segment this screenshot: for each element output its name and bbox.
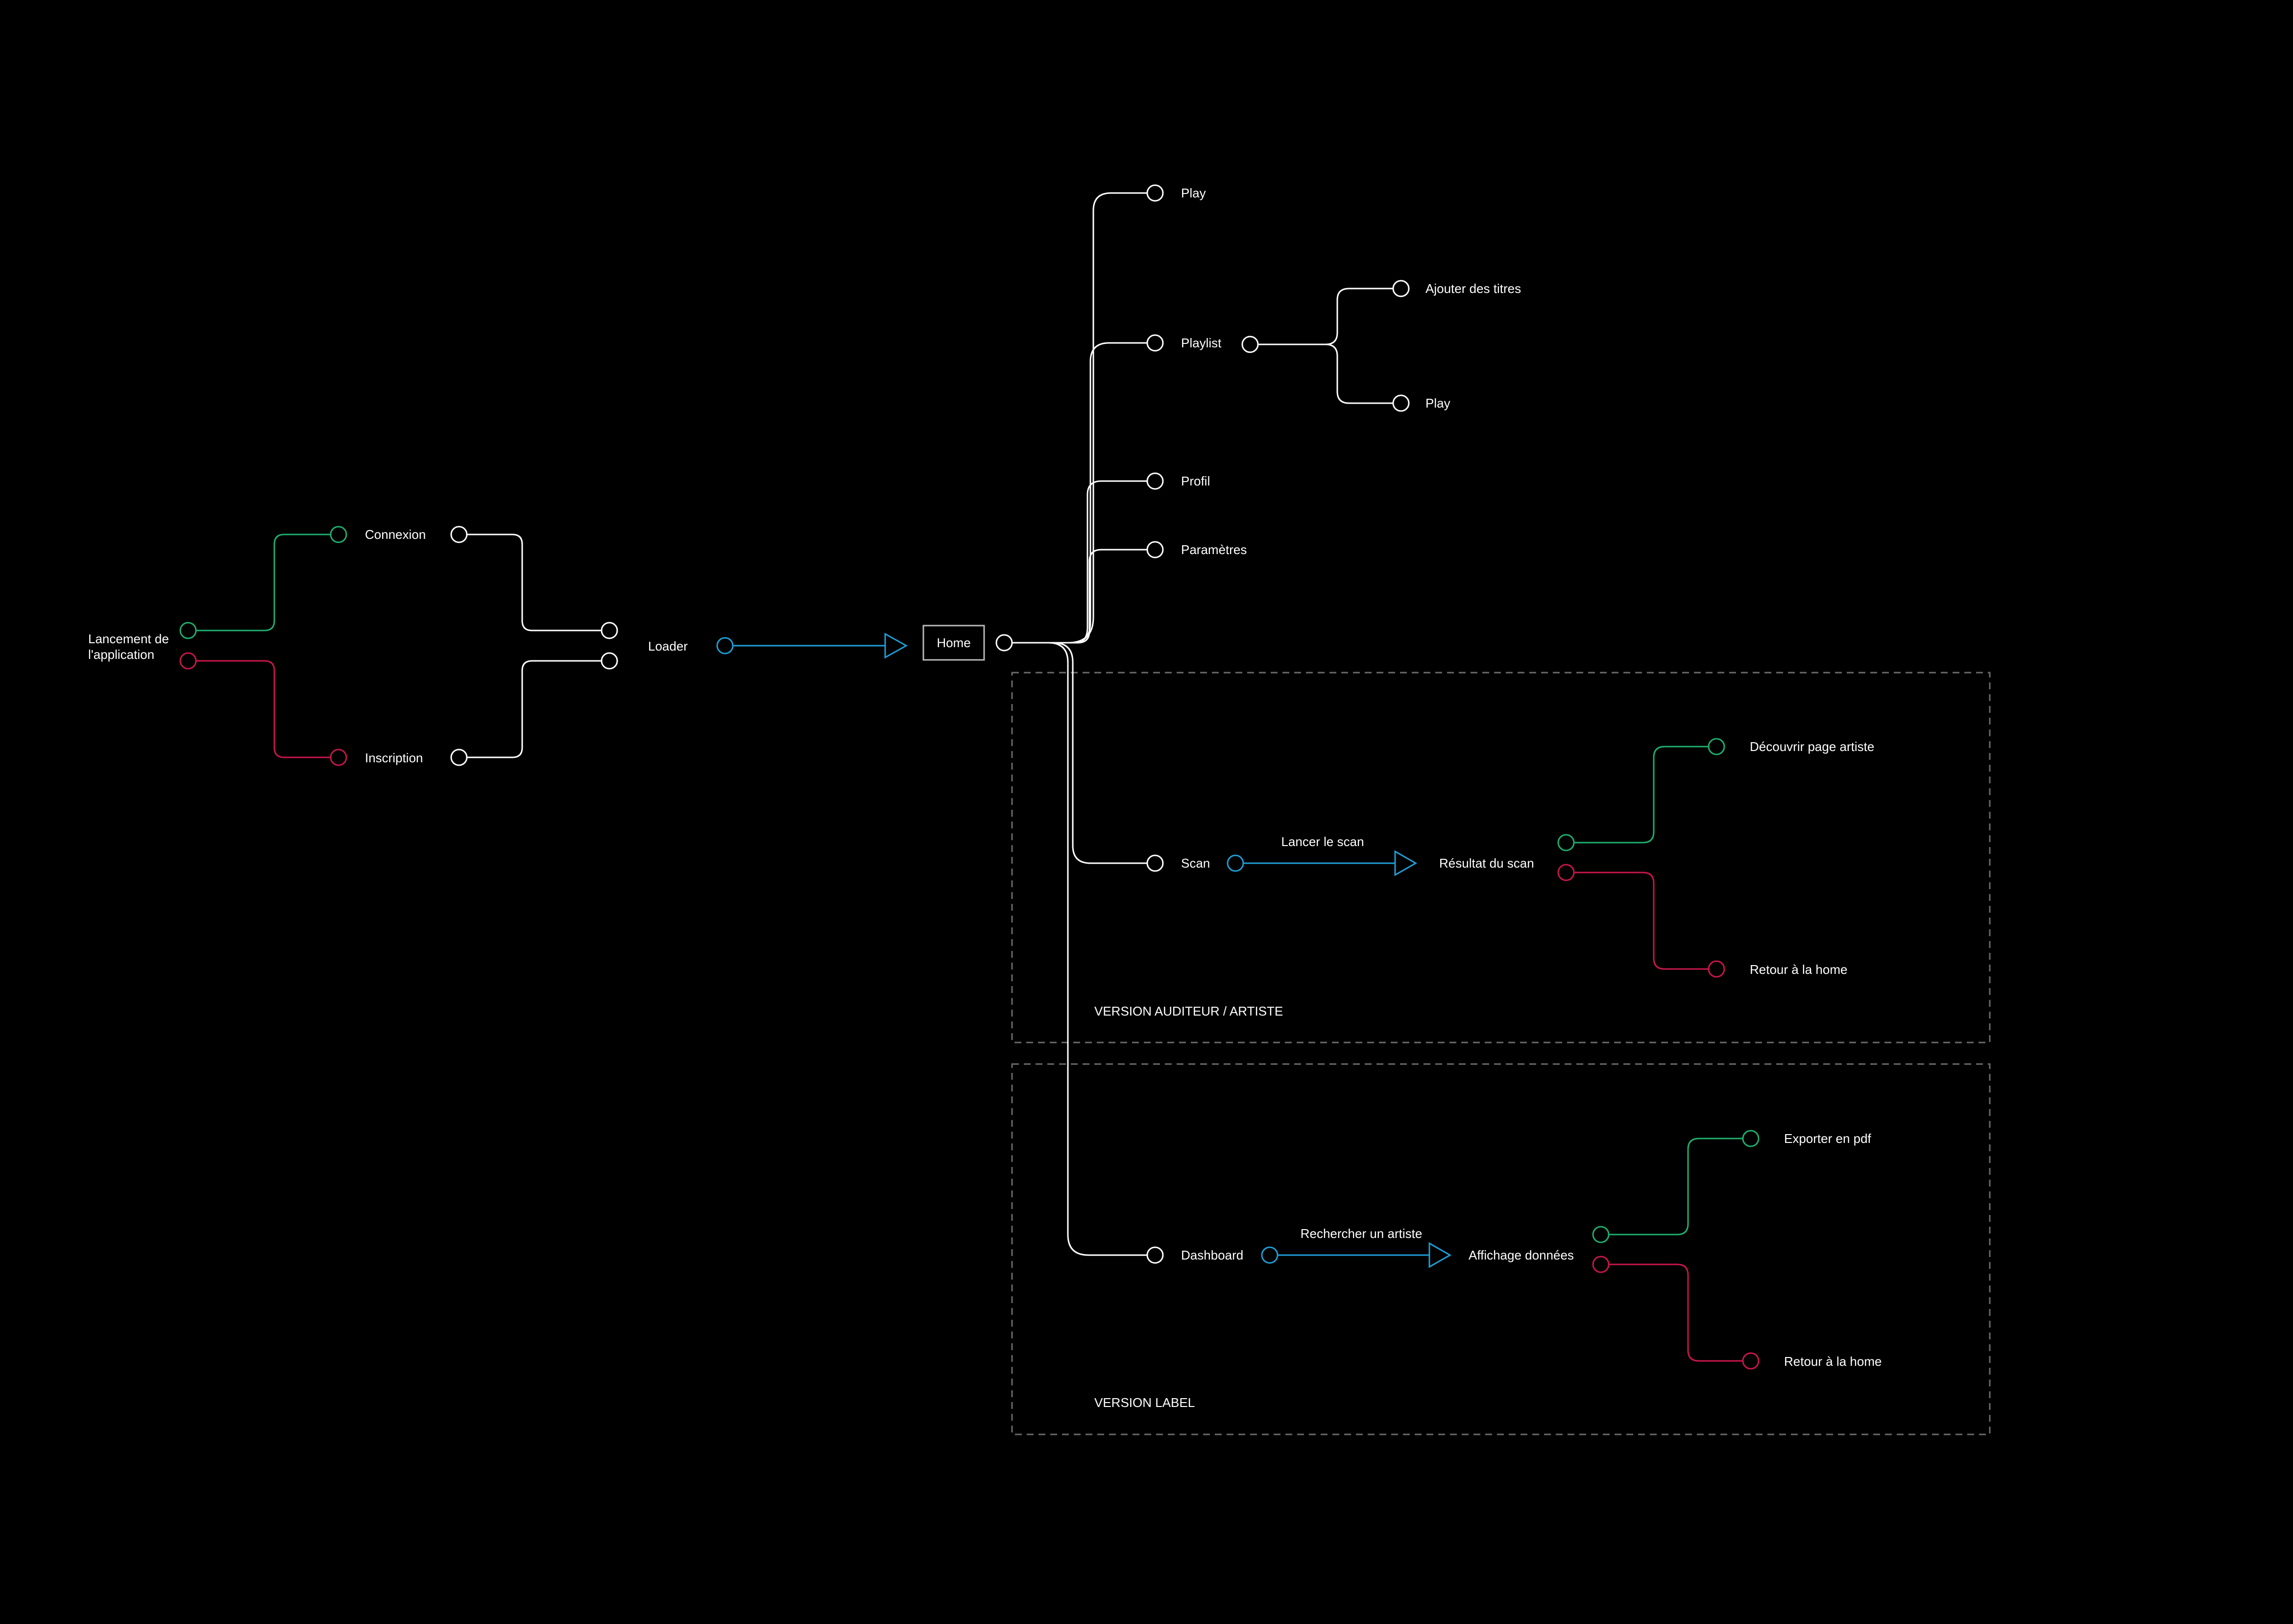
node-scan-result-success[interactable] [1557, 834, 1575, 851]
edge-login-loader [466, 533, 603, 631]
node-scan-out[interactable] [1227, 854, 1244, 872]
node-loader-in-1[interactable] [601, 622, 618, 639]
group-label-version [1011, 1063, 1991, 1435]
scan-result-label: Résultat du scan [1439, 856, 1534, 871]
node-dashboard-out[interactable] [1261, 1246, 1279, 1264]
node-launch-fail[interactable] [179, 652, 197, 670]
edge-home-playlist [1009, 342, 1148, 644]
settings-label: Paramètres [1181, 542, 1247, 557]
home-label: Home [937, 635, 970, 650]
search-artist-label: Rechercher un artiste [1301, 1226, 1423, 1241]
playlist-play-label: Play [1425, 396, 1450, 411]
home-box[interactable] [922, 625, 985, 661]
node-dashboard-in[interactable] [1146, 1246, 1164, 1264]
node-home-out[interactable] [995, 634, 1013, 652]
node-login-in[interactable] [330, 526, 347, 543]
discover-artist-label: Découvrir page artiste [1750, 739, 1874, 754]
data-back-home-label: Retour à la home [1784, 1354, 1882, 1369]
label-version-title: VERSION LABEL [1094, 1395, 1195, 1410]
node-scan-back-home[interactable] [1708, 960, 1725, 978]
launch-label-line1: Lancement de [88, 631, 169, 646]
node-launch-success[interactable] [179, 622, 197, 639]
node-discover-artist[interactable] [1708, 738, 1725, 755]
edge-data-success [1607, 1138, 1744, 1236]
node-export-pdf[interactable] [1742, 1130, 1760, 1147]
launch-scan-label: Lancer le scan [1281, 834, 1364, 849]
data-display-label: Affichage données [1469, 1248, 1574, 1262]
edge-launch-signup [195, 660, 332, 758]
node-playlist-out[interactable] [1241, 336, 1259, 353]
edge-scan-fail [1571, 872, 1710, 970]
edge-home-profile [1009, 480, 1148, 644]
edge-home-scan [1009, 642, 1148, 864]
arrow-to-data-display-icon [1428, 1242, 1452, 1268]
playlist-add-label: Ajouter des titres [1425, 281, 1521, 296]
signup-label: Inscription [365, 751, 423, 765]
edge-launch-login [195, 533, 332, 631]
node-data-success[interactable] [1592, 1226, 1610, 1243]
play-label: Play [1181, 186, 1206, 200]
node-profile[interactable] [1146, 472, 1164, 490]
node-scan-result-fail[interactable] [1557, 864, 1575, 881]
node-playlist-play[interactable] [1392, 394, 1410, 412]
node-signup-out[interactable] [450, 749, 468, 766]
edge-home-settings [1009, 549, 1148, 644]
login-label: Connexion [365, 527, 426, 542]
node-settings[interactable] [1146, 541, 1164, 558]
group-listener-version [1011, 672, 1991, 1043]
node-loader-in-2[interactable] [601, 652, 618, 670]
loader-label: Loader [648, 639, 688, 654]
profile-label: Profil [1181, 474, 1210, 488]
scan-back-home-label: Retour à la home [1750, 962, 1847, 977]
node-data-fail[interactable] [1592, 1256, 1610, 1273]
edge-signup-loader [466, 660, 603, 758]
node-data-back-home[interactable] [1742, 1352, 1760, 1370]
arrow-to-scan-result-icon [1394, 850, 1418, 876]
listener-version-title: VERSION AUDITEUR / ARTISTE [1094, 1004, 1283, 1018]
node-scan-in[interactable] [1146, 854, 1164, 872]
edge-home-dashboard [1009, 642, 1148, 1256]
edge-playlist-play [1257, 343, 1394, 404]
dashboard-label: Dashboard [1181, 1248, 1243, 1262]
node-playlist-add[interactable] [1392, 280, 1410, 297]
arrow-to-home-icon [884, 632, 908, 659]
playlist-label: Playlist [1181, 336, 1222, 350]
launch-label-line2: l'application [88, 647, 154, 662]
node-loader-out[interactable] [716, 637, 734, 654]
export-pdf-label: Exporter en pdf [1784, 1131, 1872, 1146]
edge-data-fail [1607, 1263, 1744, 1362]
scan-label: Scan [1181, 856, 1210, 871]
node-playlist-in[interactable] [1146, 334, 1164, 352]
node-login-out[interactable] [450, 526, 468, 543]
edge-playlist-add [1257, 288, 1394, 345]
node-signup-in[interactable] [330, 749, 347, 766]
edge-scan-success [1571, 746, 1710, 844]
node-play[interactable] [1146, 184, 1164, 202]
edge-home-play [1009, 192, 1148, 644]
